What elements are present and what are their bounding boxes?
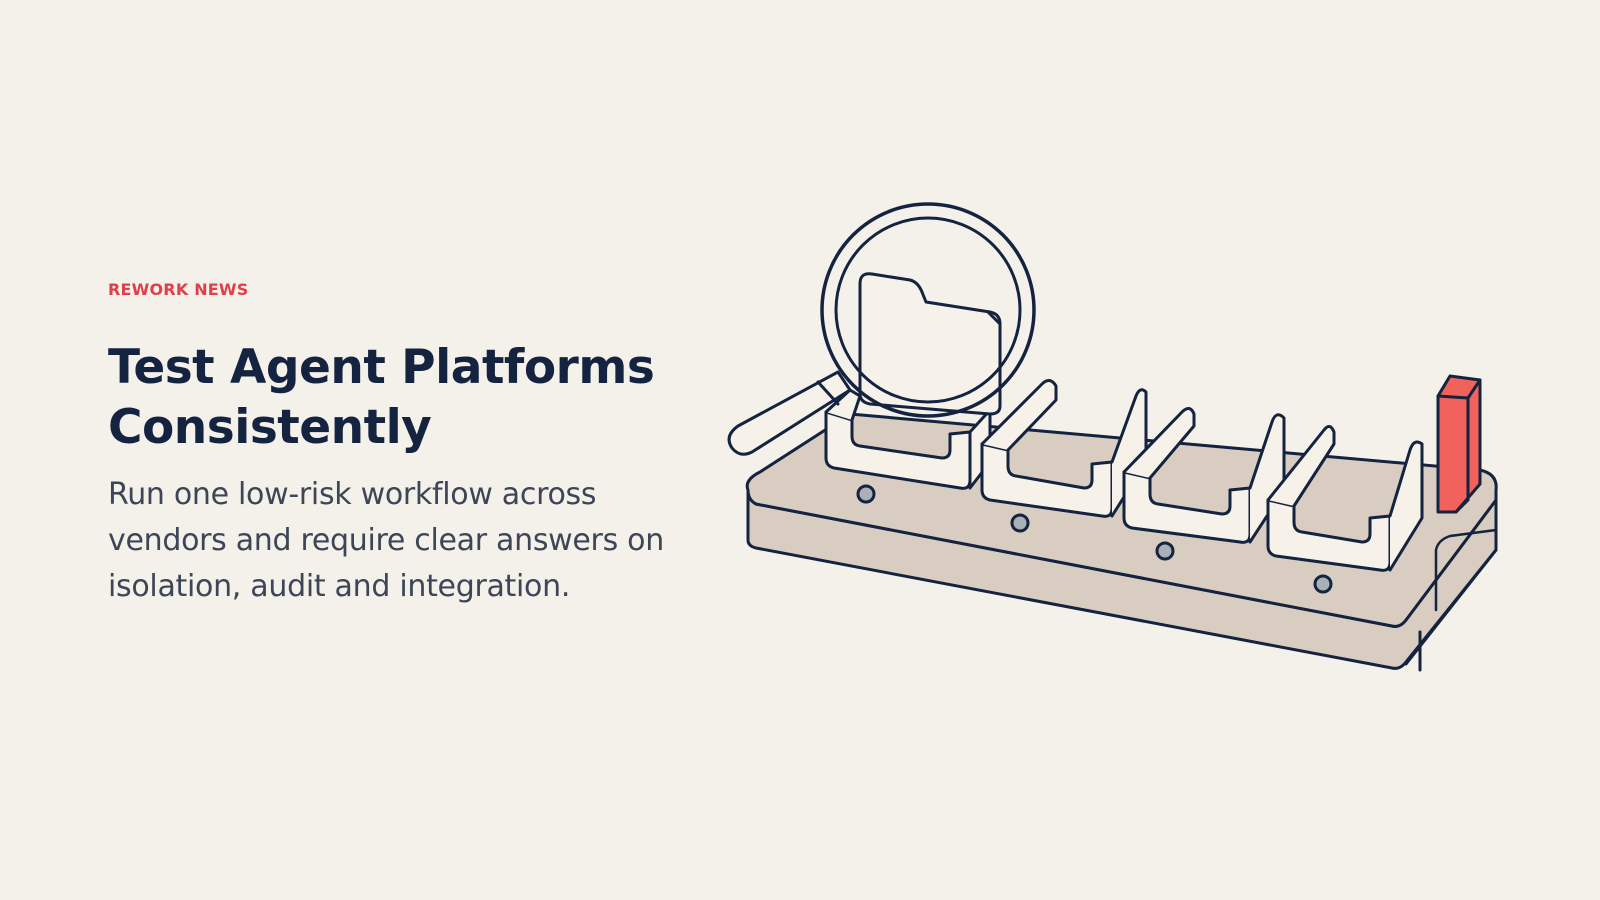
- tray-slot-2: [980, 379, 1148, 518]
- hero-illustration: [727, 202, 1498, 672]
- screw-hole-2: [1010, 513, 1030, 533]
- screw-hole-4: [1313, 574, 1333, 594]
- tray-slot-3: [1122, 407, 1286, 544]
- screw-hole-1: [856, 484, 876, 504]
- tray-slot-4: [1266, 425, 1424, 572]
- screw-hole-3: [1155, 541, 1175, 561]
- title-line-1: Test Agent Platforms: [108, 340, 655, 395]
- category-kicker: REWORK NEWS: [108, 280, 249, 299]
- magnifying-glass-icon: [727, 202, 1036, 456]
- article-header: REWORK NEWS Test Agent Platforms Consist…: [108, 280, 688, 610]
- page-title: Test Agent Platforms Consistently: [108, 338, 688, 458]
- folder-icon: [858, 272, 1002, 416]
- red-flag-marker: [1436, 374, 1482, 514]
- title-line-2: Consistently: [108, 400, 432, 455]
- article-description: Run one low-risk workflow across vendors…: [108, 477, 664, 604]
